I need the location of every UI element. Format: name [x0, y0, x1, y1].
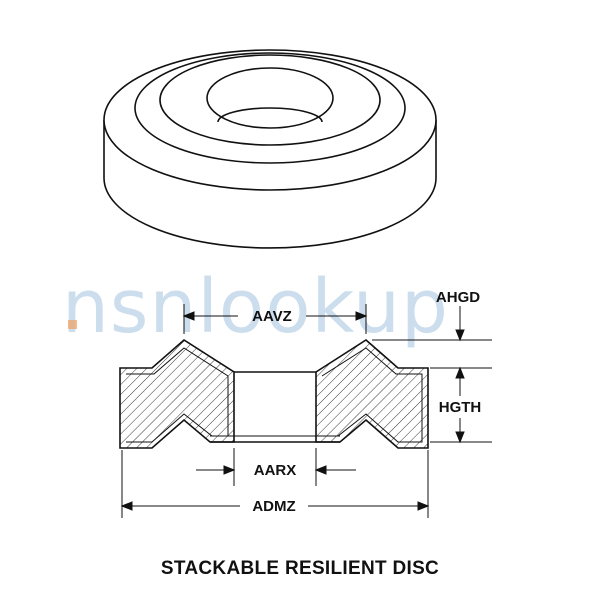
figure-caption: STACKABLE RESILIENT DISC: [160, 558, 440, 579]
dim-label-ahgd: AHGD: [436, 289, 480, 306]
disc-ring-1: [134, 52, 406, 164]
disc-top-outer: [103, 49, 437, 191]
section-right-wall: [315, 339, 429, 449]
disc-ring-2: [159, 54, 381, 146]
disc-bore-top: [206, 67, 334, 129]
watermark-text: nsnlookup: [62, 264, 449, 350]
cross-section: [119, 339, 429, 449]
section-left-wall: [119, 339, 235, 449]
dim-label-admz: ADMZ: [252, 498, 295, 515]
dim-label-hgth: HGTH: [439, 399, 482, 416]
disc-isometric-view: [103, 49, 437, 249]
watermark-dot: [68, 320, 77, 329]
dim-label-aarx: AARX: [254, 462, 297, 479]
section-liner-right: [321, 347, 423, 443]
disc-bore-inner: [217, 107, 323, 123]
dimension-lines: [120, 304, 492, 518]
dim-label-aavz: AAVZ: [252, 308, 292, 325]
